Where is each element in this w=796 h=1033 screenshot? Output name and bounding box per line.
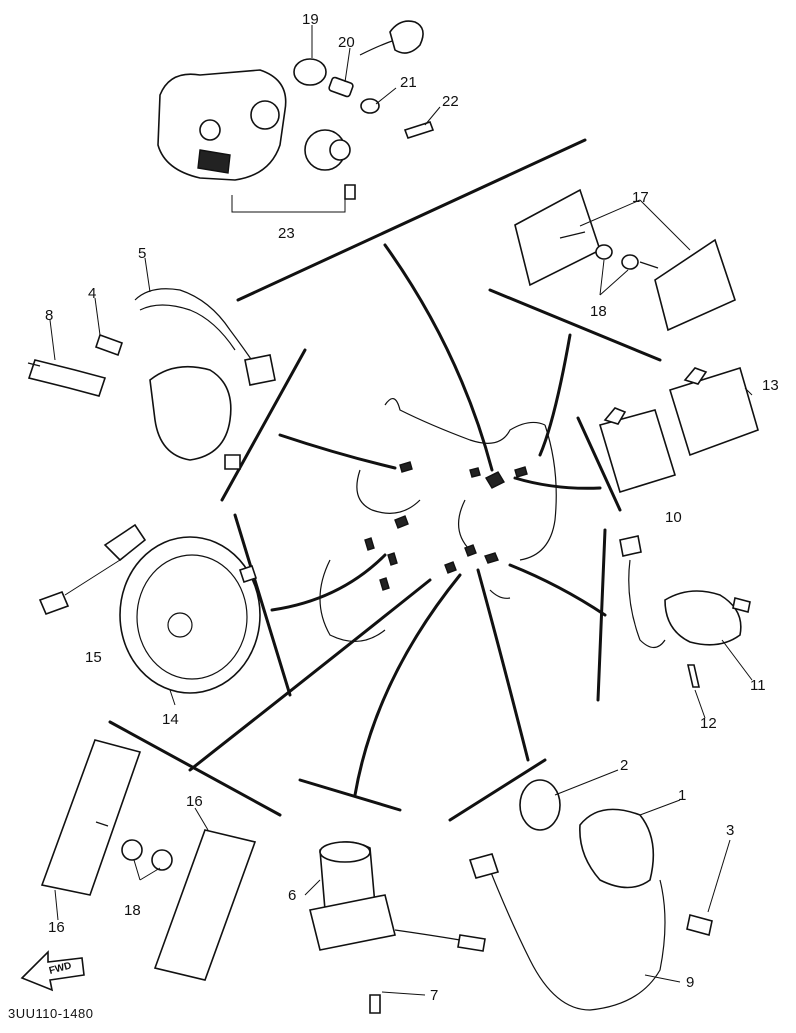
label-23: 23 xyxy=(278,225,295,242)
label-15: 15 xyxy=(85,649,102,666)
label-9: 9 xyxy=(686,974,694,991)
label-21: 21 xyxy=(400,74,417,91)
label-19: 19 xyxy=(302,11,319,28)
frame-outline xyxy=(319,398,557,642)
label-11: 11 xyxy=(750,677,766,694)
label-6: 6 xyxy=(288,887,296,904)
forward-arrow-icon: FWD xyxy=(20,950,85,992)
label-14: 14 xyxy=(162,711,179,728)
label-22: 22 xyxy=(442,93,459,110)
label-7: 7 xyxy=(430,987,438,1004)
label-10: 10 xyxy=(665,509,682,526)
label-1: 1 xyxy=(678,787,686,804)
leader-lines xyxy=(49,25,753,983)
label-16-left: 16 xyxy=(48,919,65,936)
label-8: 8 xyxy=(45,307,53,324)
part-labels: 19 20 21 22 23 17 18 5 4 8 13 10 11 12 1… xyxy=(8,11,779,1021)
starter-relay-6 xyxy=(309,841,486,1014)
harness-4-5-8 xyxy=(27,288,276,470)
relays-10-13 xyxy=(598,366,759,494)
label-13: 13 xyxy=(762,377,779,394)
label-2: 2 xyxy=(620,757,628,774)
label-3: 3 xyxy=(726,822,734,839)
label-18-bottom: 18 xyxy=(124,902,141,919)
label-17: 17 xyxy=(632,189,649,206)
label-5: 5 xyxy=(138,245,146,262)
label-18-top: 18 xyxy=(590,303,607,320)
lens-16 xyxy=(40,739,257,981)
switch-11-12 xyxy=(619,535,751,688)
diagram-code: 3UU110-1480 xyxy=(8,1006,93,1021)
reflector-17 xyxy=(514,188,736,332)
label-4: 4 xyxy=(88,285,96,302)
label-12: 12 xyxy=(700,715,717,732)
switch-assembly-23 xyxy=(157,20,435,213)
sensor-1-9 xyxy=(468,779,713,1011)
label-20: 20 xyxy=(338,34,355,51)
section-brackets xyxy=(108,138,662,822)
horn-14 xyxy=(38,523,261,694)
label-16-right: 16 xyxy=(186,793,203,810)
